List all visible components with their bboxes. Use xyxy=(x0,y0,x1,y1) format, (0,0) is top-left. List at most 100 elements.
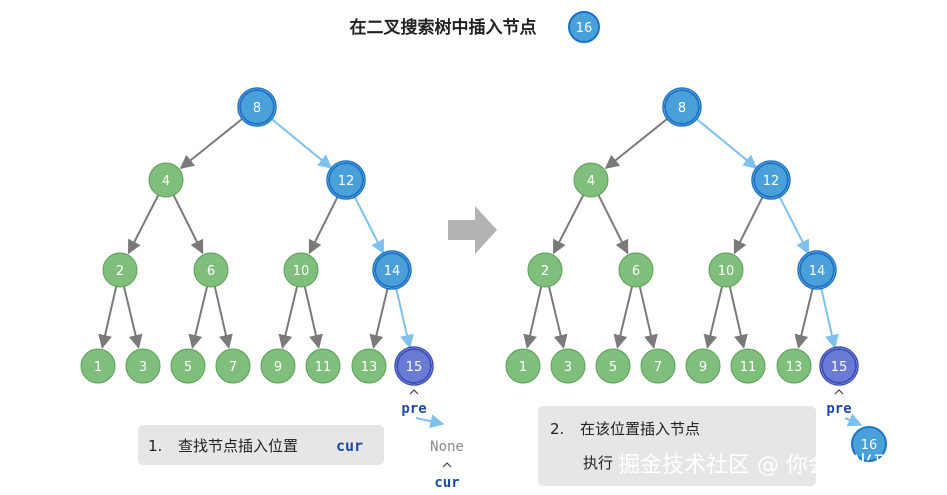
cur-pointer-caret xyxy=(442,462,452,468)
svg-text:9: 9 xyxy=(274,360,282,375)
svg-text:2.: 2. xyxy=(550,420,564,438)
tree-node: 10 xyxy=(708,252,744,288)
tree-edges xyxy=(98,116,863,429)
watermark: 掘金技术社区 @ 你会发光耶 xyxy=(618,453,896,478)
pre-pointer-caret xyxy=(409,389,419,395)
tree-edge xyxy=(179,116,245,169)
svg-text:12: 12 xyxy=(338,174,355,189)
svg-text:4: 4 xyxy=(587,174,595,189)
tree-edge xyxy=(415,414,445,429)
svg-text:在该位置插入节点: 在该位置插入节点 xyxy=(580,420,700,438)
svg-text:4: 4 xyxy=(162,174,170,189)
svg-text:1: 1 xyxy=(94,360,102,375)
svg-text:16: 16 xyxy=(861,438,878,453)
svg-text:3: 3 xyxy=(564,360,572,375)
tree-edge xyxy=(694,117,758,169)
tree-edge xyxy=(597,194,629,255)
svg-text:6: 6 xyxy=(632,264,640,279)
tree-node: 1 xyxy=(80,348,116,384)
tree-edge xyxy=(552,194,585,255)
tree-node: 3 xyxy=(125,348,161,384)
svg-text:10: 10 xyxy=(293,264,310,279)
tree-edge xyxy=(613,286,634,349)
tree-node: 14 xyxy=(797,250,837,290)
tree-node: 4 xyxy=(148,162,184,198)
svg-text:14: 14 xyxy=(809,264,826,279)
tree-node: 15 xyxy=(394,346,434,386)
svg-text:9: 9 xyxy=(699,360,707,375)
tree-edge xyxy=(352,194,385,255)
none-label: None xyxy=(430,439,464,455)
tree-node: 1 xyxy=(505,348,541,384)
svg-text:1.: 1. xyxy=(148,437,162,455)
tree-edge xyxy=(703,286,724,349)
tree-node: 5 xyxy=(170,348,206,384)
tree-node: 13 xyxy=(776,348,812,384)
svg-text:7: 7 xyxy=(229,360,237,375)
svg-text:5: 5 xyxy=(609,360,617,375)
svg-text:查找节点插入位置: 查找节点插入位置 xyxy=(178,437,298,455)
svg-text:2: 2 xyxy=(541,264,549,279)
svg-text:7: 7 xyxy=(654,360,662,375)
new-tree-node: 16 xyxy=(851,426,887,462)
svg-text:13: 13 xyxy=(361,360,378,375)
tree-node: 4 xyxy=(573,162,609,198)
tree-edge xyxy=(844,413,863,427)
tree-node: 8 xyxy=(237,87,277,127)
tree-edge xyxy=(523,286,543,349)
svg-text:6: 6 xyxy=(207,264,215,279)
tree-edge xyxy=(394,286,414,349)
tree-edge xyxy=(213,286,233,349)
tree-edge xyxy=(308,194,340,255)
tree-edge xyxy=(98,286,118,349)
tree-edge xyxy=(547,286,568,349)
step2-caption: 2. 在该位置插入节点 执行 xyxy=(538,406,816,486)
svg-text:8: 8 xyxy=(253,101,261,116)
tree-edge xyxy=(369,286,390,349)
pre-pointer-label: pre xyxy=(826,401,851,417)
tree-edge xyxy=(269,117,333,169)
tree-node: 5 xyxy=(595,348,631,384)
svg-text:5: 5 xyxy=(184,360,192,375)
target-value-badge: 16 xyxy=(568,11,600,43)
tree-edge xyxy=(638,286,658,349)
tree-node: 7 xyxy=(640,348,676,384)
svg-text:1: 1 xyxy=(519,360,527,375)
svg-text:11: 11 xyxy=(740,360,757,375)
tree-node: 9 xyxy=(260,348,296,384)
pre-pointer-caret xyxy=(834,389,844,395)
tree-node: 10 xyxy=(283,252,319,288)
tree-node: 2 xyxy=(102,252,138,288)
step1-caption: 1. 查找节点插入位置 cur xyxy=(138,425,384,465)
svg-text:2: 2 xyxy=(116,264,124,279)
step-arrow xyxy=(448,206,497,254)
tree-node: 13 xyxy=(351,348,387,384)
svg-text:8: 8 xyxy=(678,101,686,116)
tree-node: 2 xyxy=(527,252,563,288)
tree-node: 11 xyxy=(305,348,341,384)
tree-edge xyxy=(733,194,765,255)
svg-text:cur: cur xyxy=(336,437,363,455)
svg-text:11: 11 xyxy=(315,360,332,375)
svg-text:执行: 执行 xyxy=(583,454,613,472)
tree-edge xyxy=(794,286,815,349)
svg-text:12: 12 xyxy=(763,174,780,189)
tree-edge xyxy=(278,286,299,349)
tree-edge xyxy=(188,286,209,349)
tree-node: 6 xyxy=(618,252,654,288)
svg-text:14: 14 xyxy=(384,264,401,279)
svg-text:15: 15 xyxy=(406,360,423,375)
tree-edge xyxy=(604,116,670,169)
tree-node: 11 xyxy=(730,348,766,384)
svg-text:16: 16 xyxy=(576,21,593,36)
tree-node: 9 xyxy=(685,348,721,384)
svg-text:15: 15 xyxy=(831,360,848,375)
tree-node: 6 xyxy=(193,252,229,288)
tree-edge xyxy=(728,286,748,349)
tree-node: 14 xyxy=(372,250,412,290)
svg-text:13: 13 xyxy=(786,360,803,375)
tree-edge xyxy=(777,194,810,255)
tree-node: 15 xyxy=(819,346,859,386)
